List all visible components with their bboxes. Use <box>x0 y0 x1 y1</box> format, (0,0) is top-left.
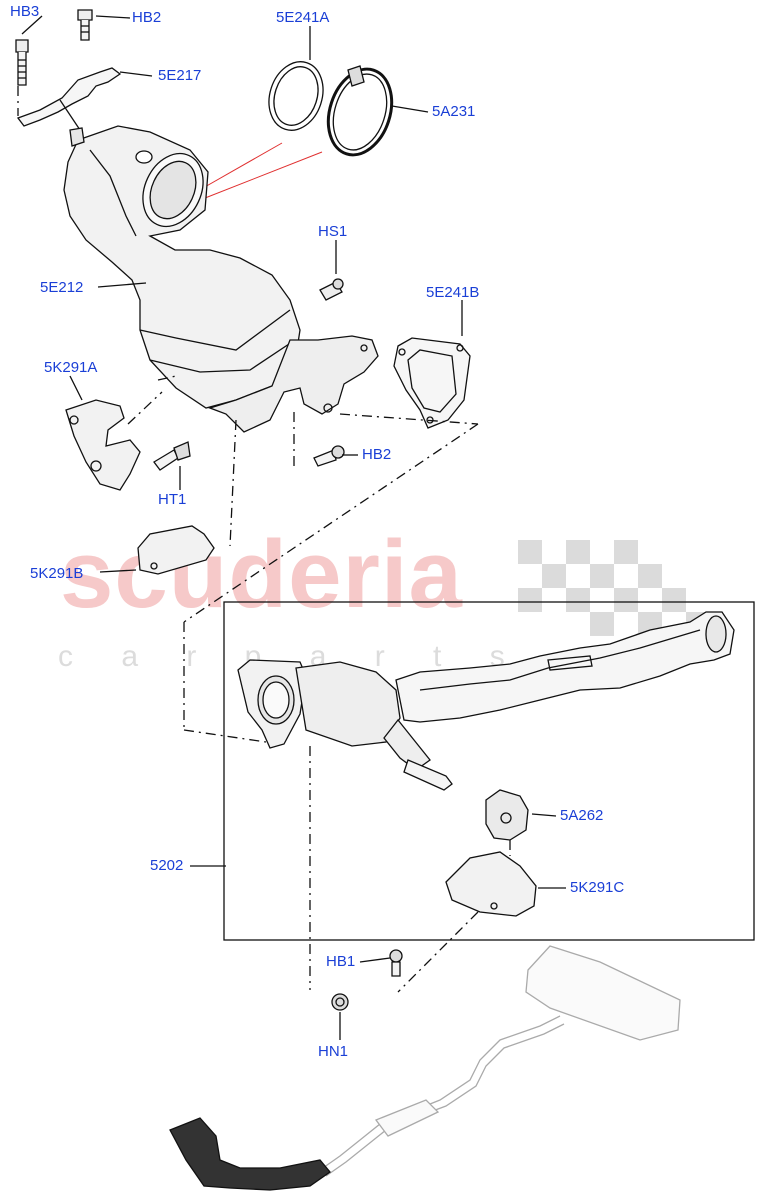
k291c-bracket <box>445 851 537 917</box>
hs1-stud <box>319 278 344 301</box>
assembly-5202-box <box>223 601 755 941</box>
overview-highlight <box>169 1117 331 1191</box>
assembly-dashed-lines <box>17 86 511 993</box>
label-5e241b: 5E241B <box>426 284 480 301</box>
label-hb2-top: HB2 <box>132 9 162 26</box>
k291a-bracket <box>65 399 141 491</box>
ht1-bolt <box>153 441 191 471</box>
label-5k291b: 5K291B <box>30 565 84 582</box>
label-5k291c: 5K291C <box>570 879 625 896</box>
e241a-gasket <box>268 61 324 131</box>
watermark-flag <box>518 540 710 636</box>
exhaust-system-overview <box>319 945 681 1177</box>
label-5a231: 5A231 <box>432 103 476 120</box>
label-hn1: HN1 <box>318 1043 349 1060</box>
a231-clamp <box>326 67 394 157</box>
leader-lines <box>21 15 566 1040</box>
label-5202: 5202 <box>150 857 184 874</box>
label-hb2-mid: HB2 <box>362 446 392 463</box>
e212-outlet-pipe <box>207 335 379 433</box>
watermark-brand: scuderia <box>60 521 463 628</box>
label-hb1: HB1 <box>326 953 356 970</box>
label-5e212: 5E212 <box>40 279 84 296</box>
assembly-5202-pipe <box>237 611 735 791</box>
e217-bracket <box>16 67 122 127</box>
hb3-bolt <box>15 39 29 86</box>
e241b-gasket <box>393 337 471 429</box>
hb2-mid-bolt <box>313 445 345 467</box>
hn1-nut <box>331 993 349 1011</box>
label-5k291a: 5K291A <box>44 359 98 376</box>
label-hb3: HB3 <box>10 3 40 20</box>
label-hs1: HS1 <box>318 223 348 240</box>
hb1-bolt <box>389 949 403 977</box>
e212-catalytic-converter <box>63 125 301 409</box>
label-5a262: 5A262 <box>560 807 604 824</box>
k291b-bracket <box>137 525 215 575</box>
label-ht1: HT1 <box>158 491 187 508</box>
a262-mount <box>485 789 529 841</box>
hb2-top-bolt <box>77 9 93 41</box>
label-5e241a: 5E241A <box>276 9 330 26</box>
label-5e217: 5E217 <box>158 67 202 84</box>
